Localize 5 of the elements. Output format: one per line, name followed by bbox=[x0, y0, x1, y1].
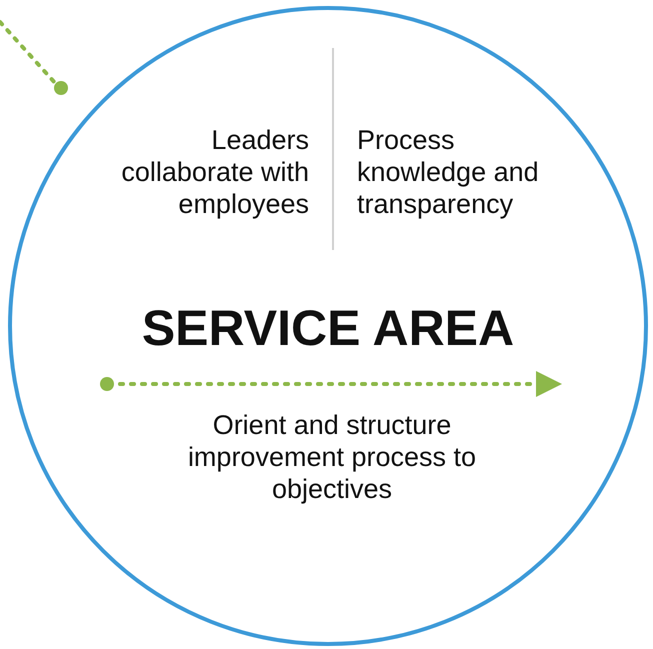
statement-text: Leaders collaborate with employees bbox=[120, 124, 309, 220]
statement-text: Orient and structure improvement process to objectives bbox=[186, 409, 478, 505]
title-text: SERVICE AREA bbox=[140, 300, 516, 356]
circle-outline bbox=[8, 6, 648, 646]
statement-text: Process knowledge and transparency bbox=[357, 124, 540, 220]
